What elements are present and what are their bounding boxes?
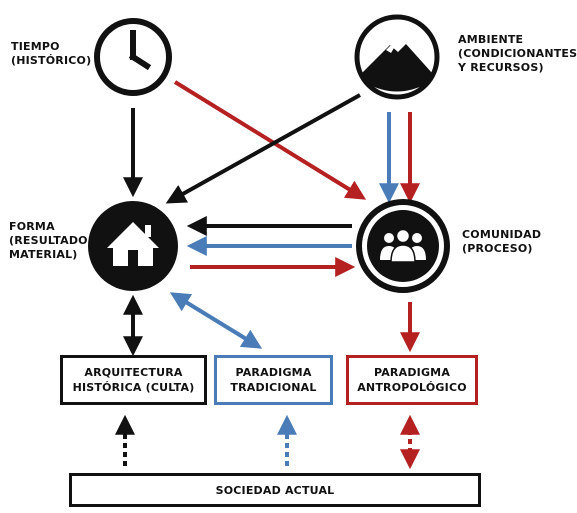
comunidad-label: COMUNIDAD (PROCESO)	[462, 228, 542, 255]
people-group-icon	[356, 199, 450, 293]
tiempo-label: TIEMPO (HISTÓRICO)	[11, 40, 92, 67]
forma-label: FORMA (RESULTADO MATERIAL)	[9, 220, 88, 261]
ambiente-label: AMBIENTE (CONDICIONANTES Y RECURSOS)	[458, 33, 577, 74]
arrow-tiempo-to-comunidad	[173, 80, 367, 200]
sociedad-actual-box: SOCIEDAD ACTUAL	[69, 473, 481, 507]
clock-icon	[94, 18, 172, 96]
paradigma-tradicional-box: PARADIGMA TRADICIONAL	[214, 355, 333, 405]
arrow-ambiente-to-forma	[165, 93, 361, 204]
arquitectura-historica-box: ARQUITECTURA HISTÓRICA (CULTA)	[60, 355, 207, 405]
mountain-icon	[354, 14, 440, 100]
house-icon	[88, 201, 178, 291]
arrow-forma-tradicional	[169, 292, 263, 349]
paradigma-antropologico-box: PARADIGMA ANTROPOLÓGICO	[346, 355, 478, 405]
